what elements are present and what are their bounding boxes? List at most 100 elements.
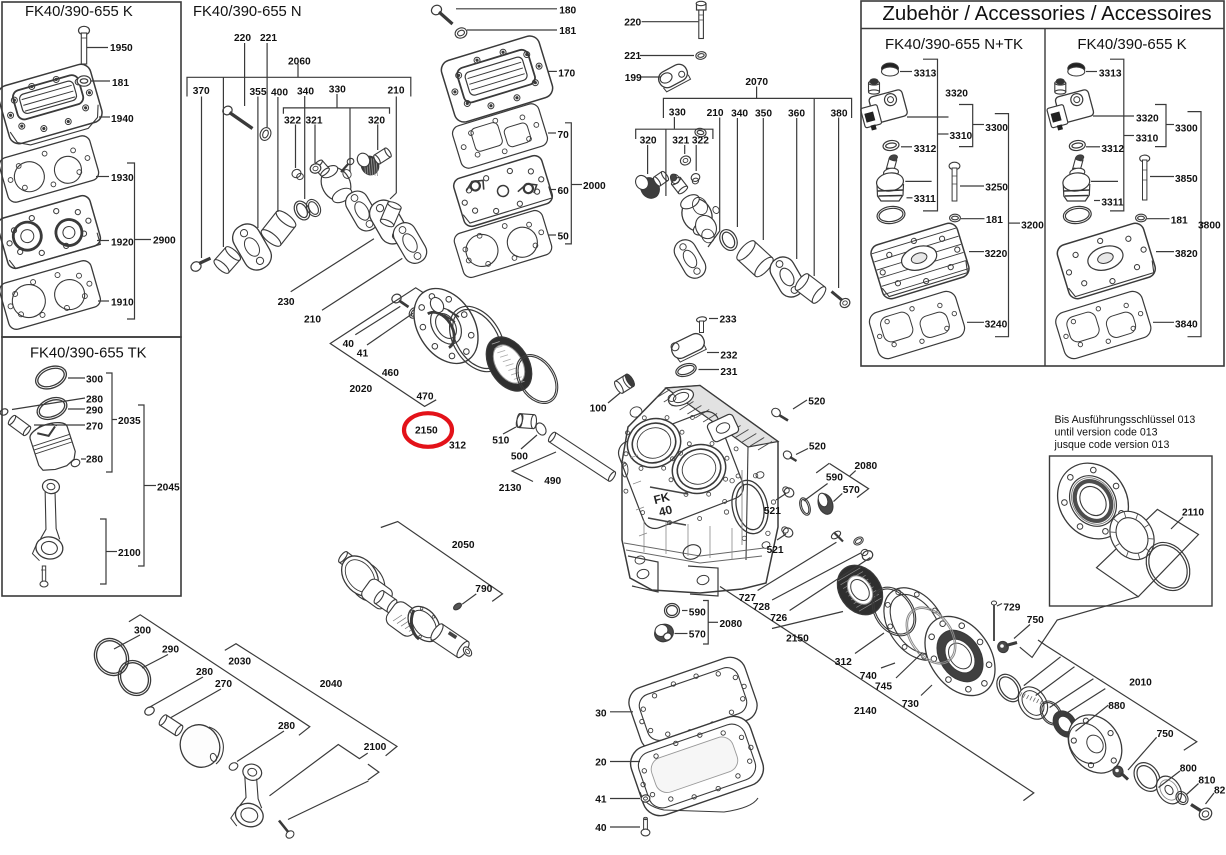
svg-text:2040: 2040	[320, 679, 343, 690]
svg-text:2060: 2060	[288, 57, 311, 68]
svg-text:280: 280	[86, 455, 103, 466]
svg-text:3320: 3320	[1136, 114, 1159, 125]
svg-text:740: 740	[860, 671, 877, 682]
svg-text:40: 40	[343, 339, 355, 350]
svg-text:3320: 3320	[945, 89, 968, 100]
svg-text:322: 322	[284, 116, 301, 127]
svg-text:330: 330	[329, 85, 346, 96]
svg-text:3310: 3310	[950, 131, 973, 142]
svg-text:290: 290	[86, 406, 103, 417]
svg-text:Zubehör / Accessories / Access: Zubehör / Accessories / Accessoires	[882, 2, 1211, 25]
svg-text:FK: FK	[652, 490, 671, 508]
svg-text:270: 270	[86, 422, 103, 433]
svg-text:460: 460	[382, 368, 399, 379]
svg-text:3800: 3800	[1198, 221, 1221, 232]
svg-text:520: 520	[809, 442, 826, 453]
svg-text:355: 355	[250, 87, 267, 98]
svg-text:2030: 2030	[228, 657, 251, 668]
svg-text:300: 300	[86, 375, 103, 386]
svg-text:280: 280	[278, 721, 295, 732]
svg-text:750: 750	[1027, 615, 1044, 626]
svg-text:FK40/390-655 TK: FK40/390-655 TK	[30, 346, 147, 362]
svg-text:400: 400	[271, 88, 288, 99]
svg-text:3240: 3240	[985, 320, 1008, 331]
svg-text:220: 220	[234, 33, 251, 44]
svg-text:FK40/390-655 K: FK40/390-655 K	[25, 4, 133, 20]
svg-text:100: 100	[590, 404, 607, 415]
svg-text:2100: 2100	[118, 548, 141, 559]
svg-text:40: 40	[657, 502, 674, 519]
svg-text:745: 745	[875, 682, 892, 693]
svg-text:1940: 1940	[111, 114, 134, 125]
svg-text:181: 181	[986, 215, 1003, 226]
svg-text:727: 727	[739, 593, 756, 604]
svg-text:280: 280	[196, 667, 213, 678]
svg-text:41: 41	[357, 349, 369, 360]
svg-text:2080: 2080	[855, 461, 878, 472]
svg-text:181: 181	[112, 78, 129, 89]
svg-text:30: 30	[595, 709, 607, 720]
svg-text:880: 880	[1108, 701, 1125, 712]
svg-text:1930: 1930	[111, 173, 134, 184]
svg-text:590: 590	[689, 608, 706, 619]
svg-text:2070: 2070	[745, 77, 768, 88]
svg-text:41: 41	[595, 795, 607, 806]
svg-text:210: 210	[707, 108, 724, 119]
svg-text:230: 230	[278, 297, 295, 308]
svg-text:232: 232	[720, 351, 737, 362]
svg-text:340: 340	[731, 109, 748, 120]
svg-text:750: 750	[1157, 729, 1174, 740]
svg-text:2000: 2000	[583, 181, 606, 192]
svg-text:3220: 3220	[985, 249, 1008, 260]
svg-text:322: 322	[692, 136, 709, 147]
svg-text:520: 520	[808, 397, 825, 408]
svg-text:320: 320	[640, 136, 657, 147]
svg-text:730: 730	[902, 699, 919, 710]
svg-text:20: 20	[595, 758, 607, 769]
svg-text:220: 220	[624, 18, 641, 29]
svg-text:2010: 2010	[1129, 678, 1152, 689]
svg-text:2110: 2110	[1182, 508, 1204, 519]
svg-text:233: 233	[720, 315, 737, 326]
svg-text:3312: 3312	[1101, 144, 1124, 155]
svg-text:312: 312	[449, 441, 466, 452]
svg-text:FK40/390-655 K: FK40/390-655 K	[1077, 36, 1186, 53]
svg-text:2045: 2045	[157, 483, 180, 494]
svg-text:320: 320	[368, 116, 385, 127]
svg-text:50: 50	[558, 232, 570, 243]
svg-text:570: 570	[843, 485, 860, 496]
svg-text:570: 570	[689, 630, 706, 641]
svg-text:40: 40	[595, 823, 607, 834]
svg-text:729: 729	[1003, 603, 1020, 614]
svg-text:210: 210	[388, 86, 405, 97]
svg-text:2150: 2150	[415, 426, 438, 437]
svg-text:470: 470	[417, 392, 434, 403]
svg-text:360: 360	[788, 109, 805, 120]
svg-text:590: 590	[826, 473, 843, 484]
svg-text:FK40/390-655 N: FK40/390-655 N	[193, 4, 302, 20]
svg-text:321: 321	[306, 116, 323, 127]
svg-text:510: 510	[492, 436, 509, 447]
svg-text:370: 370	[193, 86, 210, 97]
svg-text:726: 726	[770, 613, 787, 624]
svg-text:70: 70	[558, 130, 570, 141]
svg-text:3820: 3820	[1175, 249, 1198, 260]
svg-text:2140: 2140	[854, 706, 877, 717]
svg-text:FK40/390-655 N+TK: FK40/390-655 N+TK	[885, 36, 1023, 53]
svg-text:790: 790	[475, 584, 492, 595]
svg-text:312: 312	[835, 657, 852, 668]
svg-text:231: 231	[720, 367, 737, 378]
svg-text:340: 340	[297, 87, 314, 98]
svg-text:1920: 1920	[111, 238, 134, 249]
svg-text:300: 300	[134, 626, 151, 637]
svg-text:180: 180	[559, 6, 576, 17]
svg-text:2130: 2130	[499, 483, 522, 494]
svg-text:jusque code version 013: jusque code version 013	[1054, 439, 1170, 451]
svg-text:350: 350	[755, 109, 772, 120]
svg-text:321: 321	[672, 136, 689, 147]
svg-text:Bis Ausführungsschlüssel 013: Bis Ausführungsschlüssel 013	[1055, 414, 1196, 426]
svg-text:199: 199	[625, 73, 642, 84]
svg-text:82: 82	[1214, 786, 1226, 797]
svg-text:221: 221	[624, 51, 641, 62]
svg-text:500: 500	[511, 452, 528, 463]
